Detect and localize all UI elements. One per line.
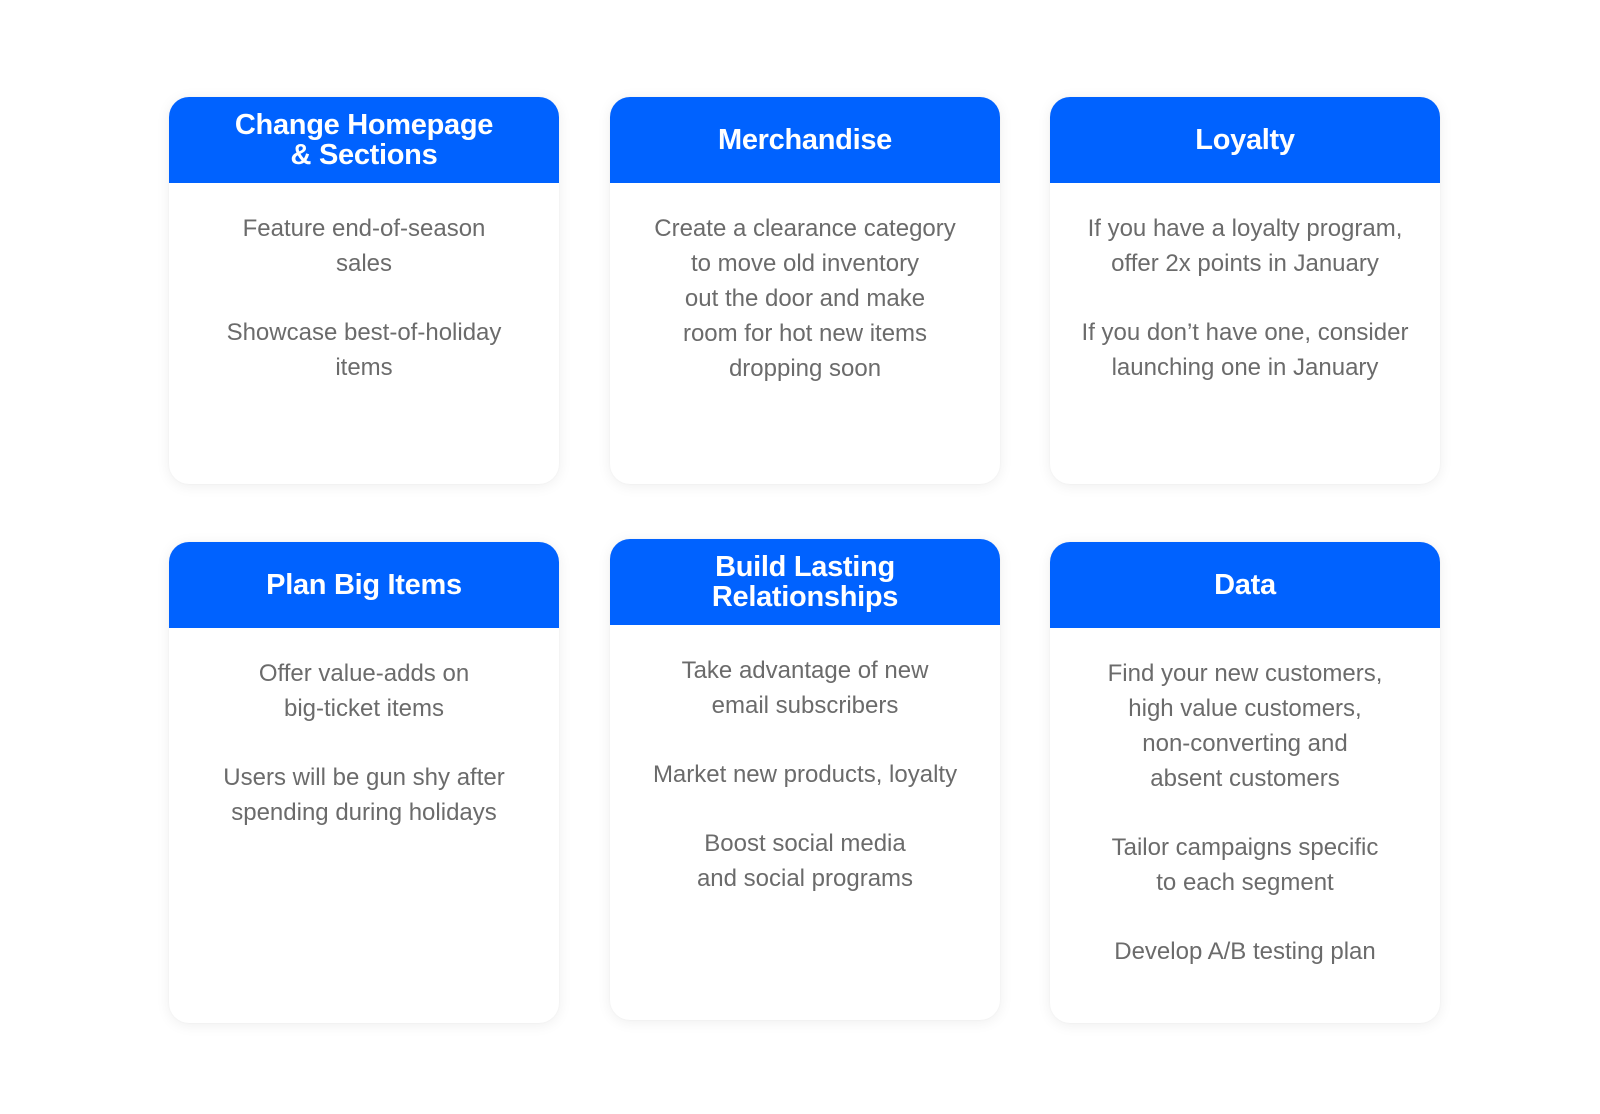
card-body: If you have a loyalty program, offer 2x … — [1050, 183, 1440, 385]
card-item: Market new products, loyalty — [652, 761, 958, 788]
card-title: Data — [1214, 569, 1276, 601]
card-item: Tailor campaigns specific to each segmen… — [1111, 834, 1379, 896]
card-item: Create a clearance category to move old … — [654, 215, 956, 382]
card-body: Find your new customers, high value cust… — [1050, 628, 1440, 969]
card-item: Take advantage of new email subscribers — [681, 657, 929, 719]
card-merchandise: Merchandise Create a clearance category … — [610, 97, 1000, 484]
card-item: If you don’t have one, consider launchin… — [1081, 319, 1409, 381]
card-loyalty: Loyalty If you have a loyalty program, o… — [1050, 97, 1440, 484]
card-item: Offer value-adds on big-ticket items — [258, 660, 470, 722]
card-title: Merchandise — [718, 124, 892, 156]
card-header: Data — [1050, 542, 1440, 628]
card-body: Feature end-of-season sales Showcase bes… — [169, 183, 559, 385]
card-body: Create a clearance category to move old … — [610, 183, 1000, 386]
card-body: Take advantage of new email subscribers … — [610, 625, 1000, 896]
card-title: Loyalty — [1195, 124, 1295, 156]
card-data: Data Find your new customers, high value… — [1050, 542, 1440, 1023]
card-item: If you have a loyalty program, offer 2x … — [1087, 215, 1403, 277]
card-item: Find your new customers, high value cust… — [1107, 660, 1383, 792]
card-build-relationships: Build Lasting Relationships Take advanta… — [610, 539, 1000, 1020]
card-title: Plan Big Items — [266, 569, 462, 601]
card-title: Build Lasting Relationships — [711, 551, 899, 613]
card-body: Offer value-adds on big-ticket items Use… — [169, 628, 559, 830]
card-header: Merchandise — [610, 97, 1000, 183]
card-item: Showcase best-of-holiday items — [226, 319, 502, 381]
card-header: Loyalty — [1050, 97, 1440, 183]
card-item: Develop A/B testing plan — [1114, 938, 1376, 965]
card-item: Users will be gun shy after spending dur… — [223, 764, 505, 826]
card-item: Feature end-of-season sales — [242, 215, 486, 277]
card-title: Change Homepage & Sections — [234, 109, 494, 171]
card-header: Build Lasting Relationships — [610, 539, 1000, 625]
card-change-homepage: Change Homepage & Sections Feature end-o… — [169, 97, 559, 484]
card-header: Plan Big Items — [169, 542, 559, 628]
card-plan-big-items: Plan Big Items Offer value-adds on big-t… — [169, 542, 559, 1023]
card-header: Change Homepage & Sections — [169, 97, 559, 183]
card-item: Boost social media and social programs — [696, 830, 914, 892]
